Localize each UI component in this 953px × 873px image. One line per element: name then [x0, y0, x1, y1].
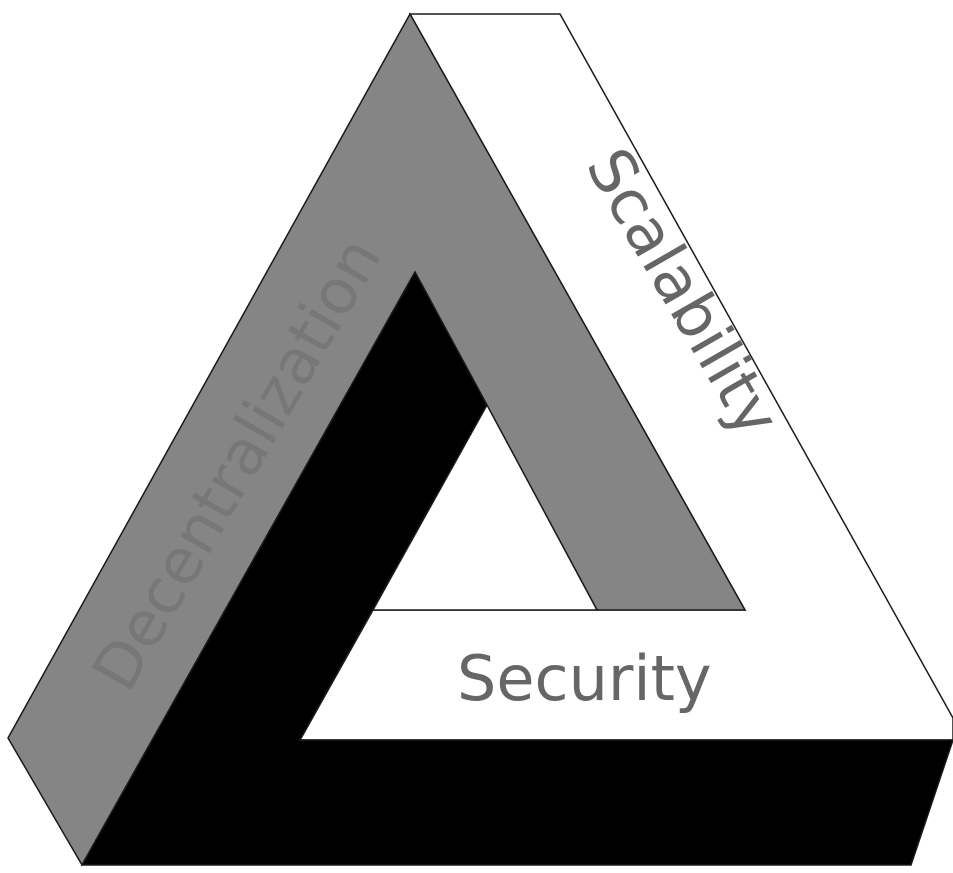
security-label: Security: [457, 642, 712, 715]
inner-triangle-hole: [371, 403, 599, 611]
